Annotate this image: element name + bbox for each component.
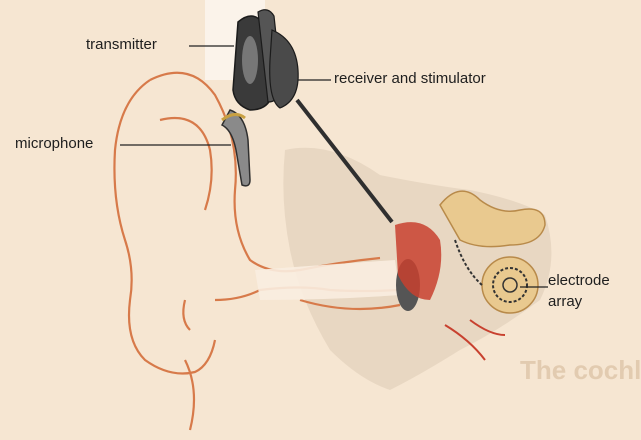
label-electrode-array-line1: electrode: [548, 272, 610, 290]
ear-canal: [255, 260, 400, 300]
label-microphone: microphone: [15, 135, 93, 153]
label-electrode-array-line2: array: [548, 293, 582, 311]
label-receiver-stimulator: receiver and stimulator: [334, 70, 486, 88]
transmitter-device: [233, 10, 298, 110]
label-transmitter: transmitter: [86, 36, 157, 54]
background-heading: The cochlea: [520, 355, 641, 386]
